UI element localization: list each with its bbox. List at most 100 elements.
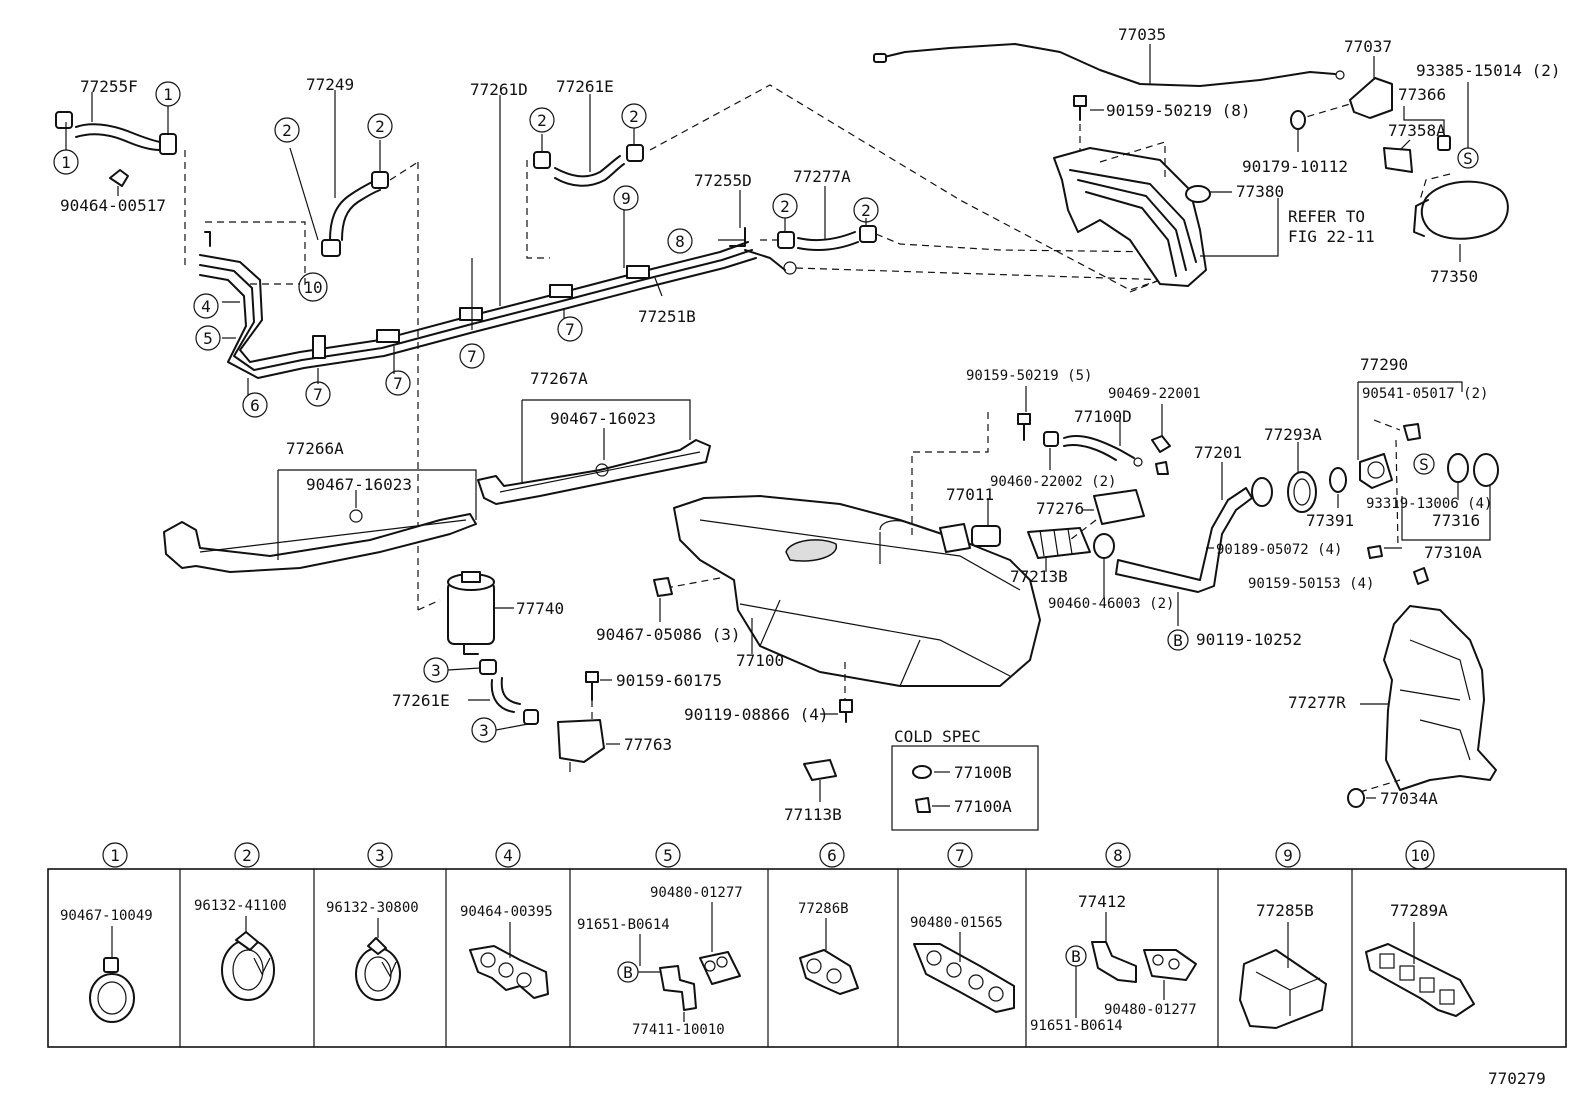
bracket-77267a [477, 399, 711, 505]
label-90189-05072: 90189-05072 (4) [1216, 542, 1342, 558]
legend-3-part: 96132-30800 [326, 900, 419, 916]
label-90467-16023-a: 90467-16023 [550, 409, 656, 428]
bolt-90159-50219-8 [1073, 95, 1104, 150]
fuel-tank-77100 [665, 495, 1041, 687]
label-90460-22002: 90460-22002 (2) [990, 474, 1116, 490]
svg-text:5: 5 [203, 329, 213, 348]
marker-b-tank-text: B [1173, 631, 1183, 650]
bracket-77266a [163, 469, 477, 573]
svg-text:6: 6 [827, 846, 837, 865]
legend-6-part: 77286B [798, 901, 849, 917]
svg-text:2: 2 [537, 111, 547, 130]
callout-2: 2 [772, 193, 798, 219]
label-77100: 77100 [736, 651, 784, 670]
svg-text:1: 1 [61, 153, 71, 172]
cold-spec-box [891, 745, 1039, 831]
svg-text:2: 2 [629, 107, 639, 126]
callout-3: 3 [423, 657, 449, 683]
svg-text:6: 6 [250, 396, 260, 415]
label-90159-50153: 90159-50153 (4) [1248, 576, 1374, 592]
svg-text:5: 5 [663, 846, 673, 865]
callout-6: 6 [242, 392, 268, 418]
svg-text:3: 3 [375, 846, 385, 865]
label-77316: 77316 [1432, 511, 1480, 530]
label-77035: 77035 [1118, 25, 1166, 44]
label-77350: 77350 [1430, 267, 1478, 286]
callout-2: 2 [529, 107, 555, 133]
label-90179-10112: 90179-10112 [1242, 157, 1348, 176]
label-77100D: 77100D [1074, 407, 1132, 426]
label-93319-13006: 93319-13006 (4) [1366, 496, 1492, 512]
svg-text:4: 4 [201, 297, 211, 316]
label-77251B: 77251B [638, 307, 696, 326]
label-90467-05086: 90467-05086 (3) [596, 625, 741, 644]
clip-90467-05086 [653, 577, 673, 622]
label-77366: 77366 [1398, 85, 1446, 104]
callout-8: 8 [667, 228, 693, 254]
svg-text:9: 9 [1283, 846, 1293, 865]
filler-neck-parts [1287, 381, 1499, 585]
marker-b-tank [1167, 629, 1189, 651]
label-77213B: 77213B [1010, 567, 1068, 586]
legend-header-5: 5 [655, 842, 681, 868]
fuel-line-bundle [199, 95, 786, 396]
label-90467-16023-b: 90467-16023 [306, 475, 412, 494]
label-77391: 77391 [1306, 511, 1354, 530]
hose-77255f-group [55, 92, 186, 270]
legend-header-3: 3 [367, 842, 393, 868]
legend-header-6: 6 [819, 842, 845, 868]
diagram-id: 770279 [1488, 1069, 1546, 1088]
label-77740: 77740 [516, 599, 564, 618]
callout-2: 2 [853, 197, 879, 223]
legend-header-9: 9 [1275, 842, 1301, 868]
legend-8-part-b: 90480-01277 [1104, 1002, 1197, 1018]
cold-spec-title: COLD SPEC [894, 727, 981, 746]
label-77261E-low: 77261E [392, 691, 450, 710]
label-77113B: 77113B [784, 805, 842, 824]
label-90159-50219-8: 90159-50219 (8) [1106, 101, 1251, 120]
label-77255D: 77255D [694, 171, 752, 190]
clamp-9 [626, 265, 650, 279]
label-77276: 77276 [1036, 499, 1084, 518]
legend-7-part: 90480-01565 [910, 915, 1003, 931]
bolt-90119-08866 [820, 662, 853, 723]
svg-text:2: 2 [242, 846, 252, 865]
legend-header-1: 1 [102, 842, 128, 868]
svg-text:2: 2 [375, 117, 385, 136]
svg-text:10: 10 [1410, 846, 1429, 865]
bolt-90159-60175 [585, 671, 612, 722]
protector-77277r [1359, 605, 1497, 793]
legend-headers: 1 2 3 4 5 6 7 8 9 10 [102, 840, 1435, 870]
label-77310A: 77310A [1424, 543, 1482, 562]
legend-5-part-c: 77411-10010 [632, 1022, 725, 1038]
label-77763: 77763 [624, 735, 672, 754]
svg-text:2: 2 [861, 201, 871, 220]
fuel-lid-77350 [1413, 173, 1509, 262]
diagram-callouts: 1 1 2 2 2 2 2 2 3 3 4 5 6 7 7 7 7 8 9 10 [53, 81, 879, 743]
label-90159-50219-5: 90159-50219 (5) [966, 368, 1092, 384]
clip-77034a [1347, 788, 1376, 808]
clamp-7 [376, 329, 400, 343]
label-77290: 77290 [1360, 355, 1408, 374]
callout-4: 4 [193, 293, 219, 319]
svg-text:3: 3 [431, 661, 441, 680]
marker-s-neck [1413, 453, 1435, 475]
label-90159-60175: 90159-60175 [616, 671, 722, 690]
callout-3: 3 [471, 717, 497, 743]
nut-90179 [1290, 110, 1306, 152]
label-77267A: 77267A [530, 369, 588, 388]
label-90460-46003: 90460-46003 (2) [1048, 596, 1174, 612]
callout-5: 5 [195, 325, 221, 351]
legend-5-part-a: 90480-01277 [650, 885, 743, 901]
svg-text:4: 4 [503, 846, 513, 865]
clamp-7 [459, 307, 483, 321]
callout-1: 1 [53, 149, 79, 175]
label-90464-00517: 90464-00517 [60, 196, 166, 215]
callout-7: 7 [305, 381, 331, 407]
cable-77035 [873, 43, 1345, 87]
hose-77277a [760, 186, 1171, 281]
svg-text:2: 2 [780, 197, 790, 216]
legend-8-part-a: 77412 [1078, 892, 1126, 911]
